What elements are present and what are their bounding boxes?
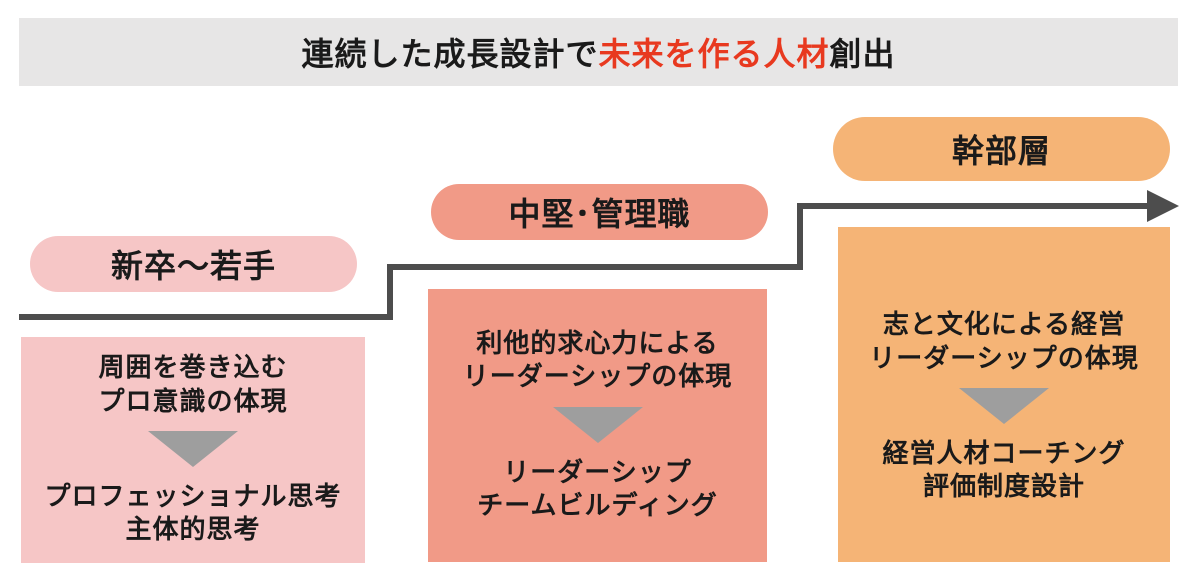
down-triangle-icon bbox=[148, 431, 238, 467]
stage3-pill-label: 幹部層 bbox=[951, 132, 1051, 170]
stage2-lower-line2: チームビルディング bbox=[477, 490, 718, 521]
arrow-riser-2 bbox=[797, 203, 803, 270]
stage1-lower-line1: プロフェッショナル思考 bbox=[44, 482, 342, 512]
title-bar: 連続した成長設計で未来を作る人材創出 bbox=[19, 18, 1178, 86]
stage2-pill: 中堅･管理職 bbox=[431, 184, 768, 240]
stage3-upper-text: 志と文化による経営 リーダーシップの体現 bbox=[869, 309, 1138, 376]
stage1-pill: 新卒～若手 bbox=[30, 236, 357, 292]
stage1-lower-text: プロフェッショナル思考 主体的思考 bbox=[44, 481, 341, 548]
stage3-lower-text: 経営人材コーチング 評価制度設計 bbox=[882, 438, 1125, 505]
stage2-upper-line1: 利他的求心力による bbox=[476, 328, 719, 359]
stage2-lower-line1: リーダーシップ bbox=[503, 457, 692, 488]
arrow-riser-1 bbox=[387, 264, 393, 320]
stage1-lower-line2: 主体的思考 bbox=[125, 515, 261, 546]
stage2-upper-text: 利他的求心力による リーダーシップの体現 bbox=[463, 328, 732, 395]
arrow-segment-middle bbox=[387, 264, 803, 270]
stage1-upper-line1: 周囲を巻き込む bbox=[98, 353, 288, 384]
stage2-box: 利他的求心力による リーダーシップの体現 リーダーシップ チームビルディング bbox=[428, 289, 767, 562]
arrow-segment-bottom bbox=[19, 314, 393, 320]
stage2-upper-line2: リーダーシップの体現 bbox=[462, 362, 733, 393]
stage3-lower-line2: 評価制度設計 bbox=[922, 472, 1085, 503]
down-triangle-icon bbox=[552, 406, 643, 443]
stage3-pill: 幹部層 bbox=[833, 117, 1170, 181]
stage1-upper-line2: プロ意識の体現 bbox=[98, 386, 288, 417]
stage3-lower-line1: 経営人材コーチング bbox=[882, 439, 1126, 469]
stage3-upper-line1: 志と文化による経営 bbox=[882, 310, 1126, 341]
stage1-pill-label: 新卒～若手 bbox=[110, 247, 276, 285]
arrow-segment-top bbox=[797, 203, 1149, 209]
title-text-right: 創出 bbox=[829, 35, 896, 73]
title-text-highlight: 未来を作る人材 bbox=[598, 35, 830, 73]
down-triangle-icon bbox=[959, 388, 1049, 424]
stage2-pill-label: 中堅･管理職 bbox=[508, 195, 691, 233]
stage1-upper-text: 周囲を巻き込む プロ意識の体現 bbox=[98, 352, 287, 419]
title-text-left: 連続した成長設計で bbox=[301, 35, 599, 73]
stage3-upper-line2: リーダーシップの体現 bbox=[869, 343, 1139, 374]
stage2-lower-text: リーダーシップ チームビルディング bbox=[477, 457, 717, 524]
stage1-box: 周囲を巻き込む プロ意識の体現 プロフェッショナル思考 主体的思考 bbox=[21, 337, 365, 563]
stage3-box: 志と文化による経営 リーダーシップの体現 経営人材コーチング 評価制度設計 bbox=[838, 227, 1170, 562]
arrowhead-icon bbox=[1147, 190, 1179, 222]
